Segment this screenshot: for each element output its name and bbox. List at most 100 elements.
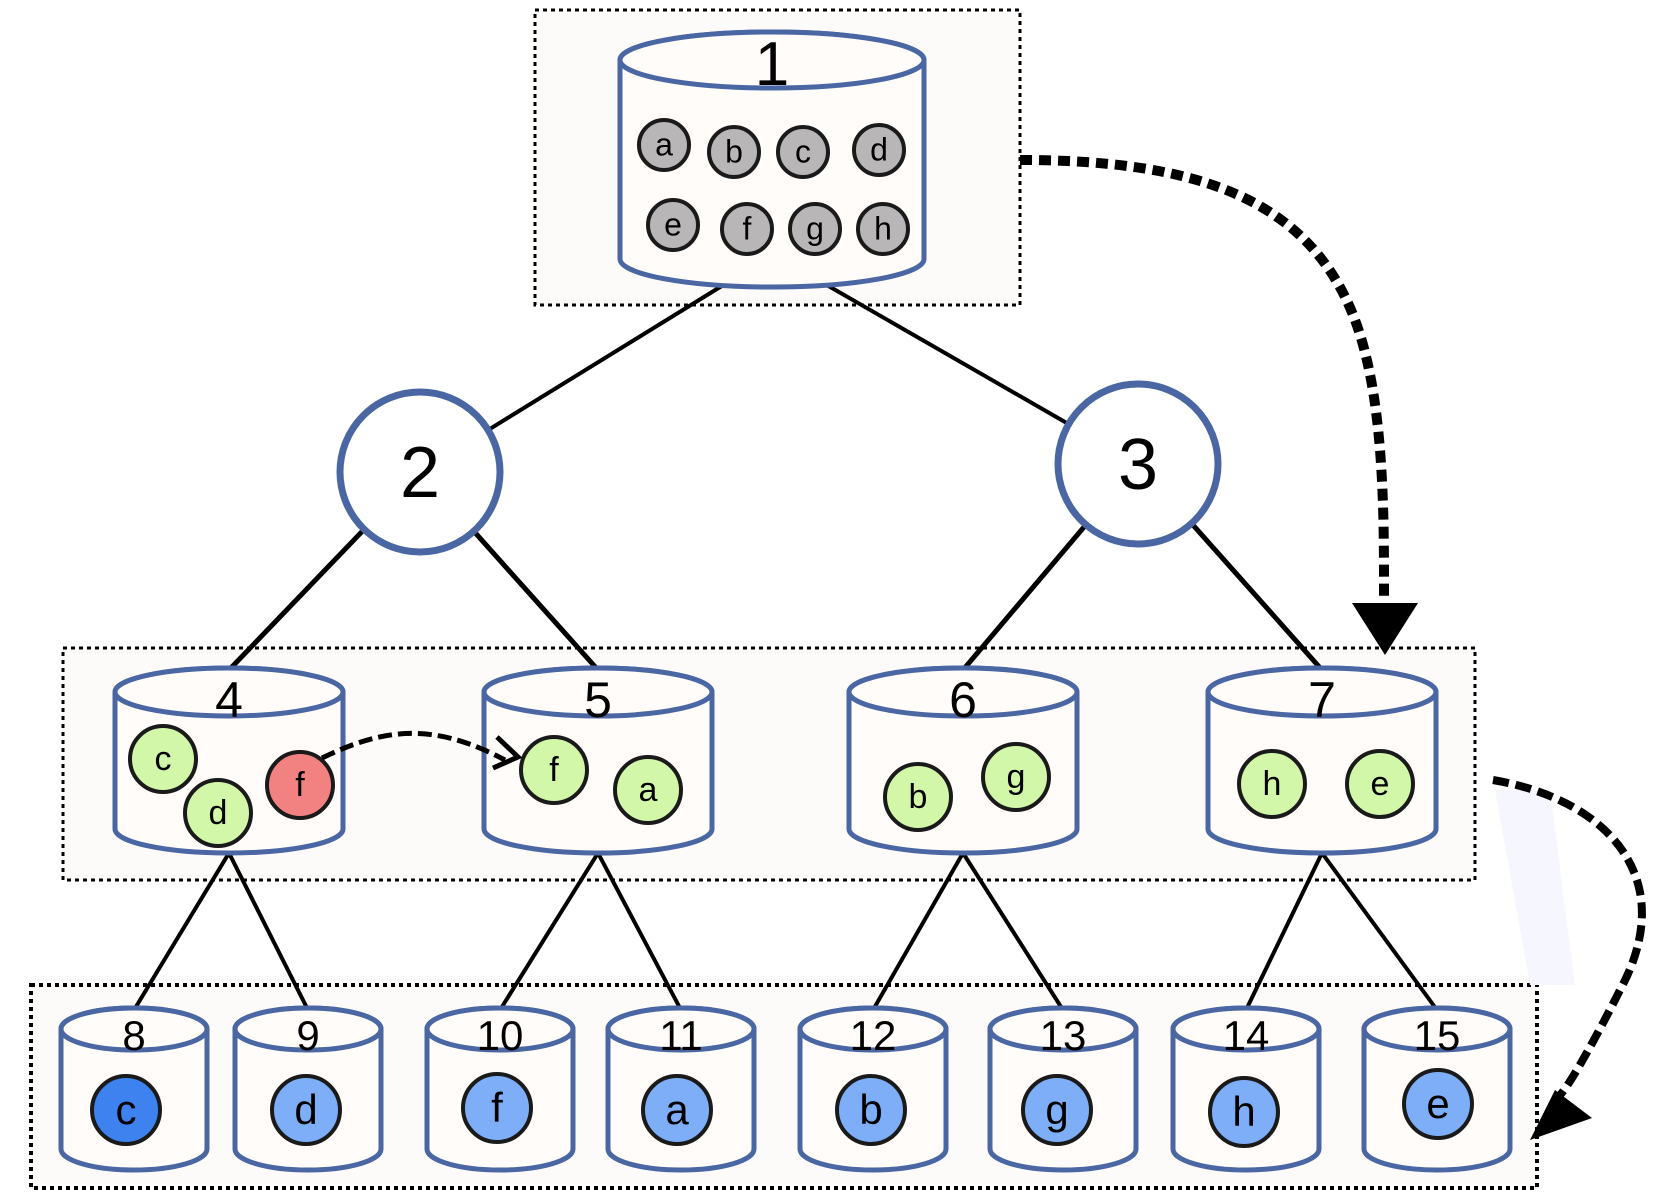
edge-1-2 [487, 282, 727, 432]
item-ball-b: b [883, 762, 953, 832]
node-label: 5 [584, 672, 612, 728]
edge-5-11 [596, 852, 683, 1011]
item-ball-d: d [183, 778, 253, 848]
cylinder-top [797, 1005, 949, 1053]
edge-6-12 [871, 852, 965, 1011]
item-ball-d: d [852, 123, 906, 177]
item-label: a [655, 127, 673, 163]
item-ball-g: g [788, 202, 842, 256]
item-label: g [1007, 758, 1026, 796]
item-ball-a: a [637, 118, 691, 172]
transfer-arrow-f-4-to-5 [320, 730, 507, 763]
node-15: 15e [1361, 1005, 1513, 1173]
item-label: g [1045, 1086, 1068, 1133]
item-label: h [1263, 765, 1282, 803]
edge-6-13 [961, 851, 1065, 1012]
item-label: c [155, 740, 172, 778]
node-label: 12 [850, 1012, 897, 1059]
item-ball-c: c [90, 1074, 162, 1146]
cylinder-top [424, 1005, 576, 1053]
item-label: h [1232, 1088, 1255, 1135]
node-label: 11 [659, 1012, 703, 1059]
item-label: a [665, 1086, 689, 1133]
cylinder-top [605, 1005, 757, 1053]
node-circle [336, 388, 504, 556]
transfer-arrow-7-to-15 [1492, 776, 1646, 1098]
node-label: 9 [296, 1012, 319, 1059]
item-ball-g: g [1021, 1074, 1093, 1146]
node-label: 1 [755, 30, 789, 99]
item-label: e [1426, 1080, 1449, 1127]
transfer-arrowhead-7-to-15 [1530, 1090, 1592, 1140]
transfer-arrowhead-f-4-to-5 [491, 735, 523, 771]
item-circle [1402, 1068, 1474, 1140]
cylinder-top [112, 665, 346, 719]
cylinder-top [232, 1005, 384, 1053]
item-label: e [1371, 765, 1390, 803]
item-circle [519, 735, 589, 805]
item-circle [613, 755, 683, 825]
cylinder-top [481, 665, 715, 719]
item-label: c [795, 134, 811, 170]
item-ball-f: f [461, 1072, 533, 1144]
item-label: b [859, 1086, 882, 1133]
node-3: 3 [1054, 380, 1222, 548]
item-label: c [116, 1086, 137, 1133]
node-label: 3 [1118, 425, 1158, 505]
item-ball-c: c [128, 724, 198, 794]
item-label: b [909, 778, 928, 816]
item-label: f [295, 766, 305, 804]
node-8: 8c [58, 1005, 210, 1173]
item-ball-c: c [776, 125, 830, 179]
item-circle [90, 1074, 162, 1146]
node-label: 8 [122, 1012, 145, 1059]
cylinder-top [1170, 1005, 1322, 1053]
cylinder-top [58, 1005, 210, 1053]
item-ball-e: e [1345, 749, 1415, 819]
item-circle [852, 123, 906, 177]
node-11: 11 a [605, 1005, 757, 1173]
node-5: 5fa [481, 665, 715, 856]
edge-5-10 [498, 851, 600, 1012]
item-ball-e: e [1402, 1068, 1474, 1140]
item-ball-h: h [1237, 749, 1307, 819]
item-ball-b: b [835, 1074, 907, 1146]
transfer-arrow-1-to-7 [1019, 155, 1390, 601]
item-circle [183, 778, 253, 848]
edge-4-8 [132, 851, 231, 1012]
item-circle [1345, 749, 1415, 819]
item-label: f [743, 211, 752, 247]
cylinder-top [1361, 1005, 1513, 1053]
edge-4-9 [227, 852, 310, 1011]
item-label: d [870, 132, 888, 168]
node-14: 14 h [1170, 1005, 1322, 1173]
edges [132, 282, 1439, 1012]
node-6: 6bg [846, 665, 1080, 856]
node-12: 12 b [797, 1005, 949, 1173]
item-circle [641, 1074, 713, 1146]
node-circle [1054, 380, 1222, 548]
cylinder-top [1205, 665, 1439, 719]
item-circle [776, 125, 830, 179]
item-circle [835, 1074, 907, 1146]
item-label: f [491, 1084, 503, 1131]
edge-7-15 [1320, 851, 1439, 1012]
cylinder-top [987, 1005, 1139, 1053]
item-label: a [639, 771, 658, 809]
edge-7-14 [1244, 852, 1324, 1011]
item-circle [128, 724, 198, 794]
node-13: 13g [987, 1005, 1139, 1173]
item-ball-h: h [856, 202, 910, 256]
item-label: d [209, 794, 228, 832]
item-circle [265, 750, 335, 820]
item-circle [788, 202, 842, 256]
item-circle [707, 125, 761, 179]
edge-3-6 [961, 523, 1088, 672]
item-label: h [874, 211, 892, 247]
item-ball-e: e [646, 198, 700, 252]
node-label: 14 [1223, 1012, 1270, 1059]
